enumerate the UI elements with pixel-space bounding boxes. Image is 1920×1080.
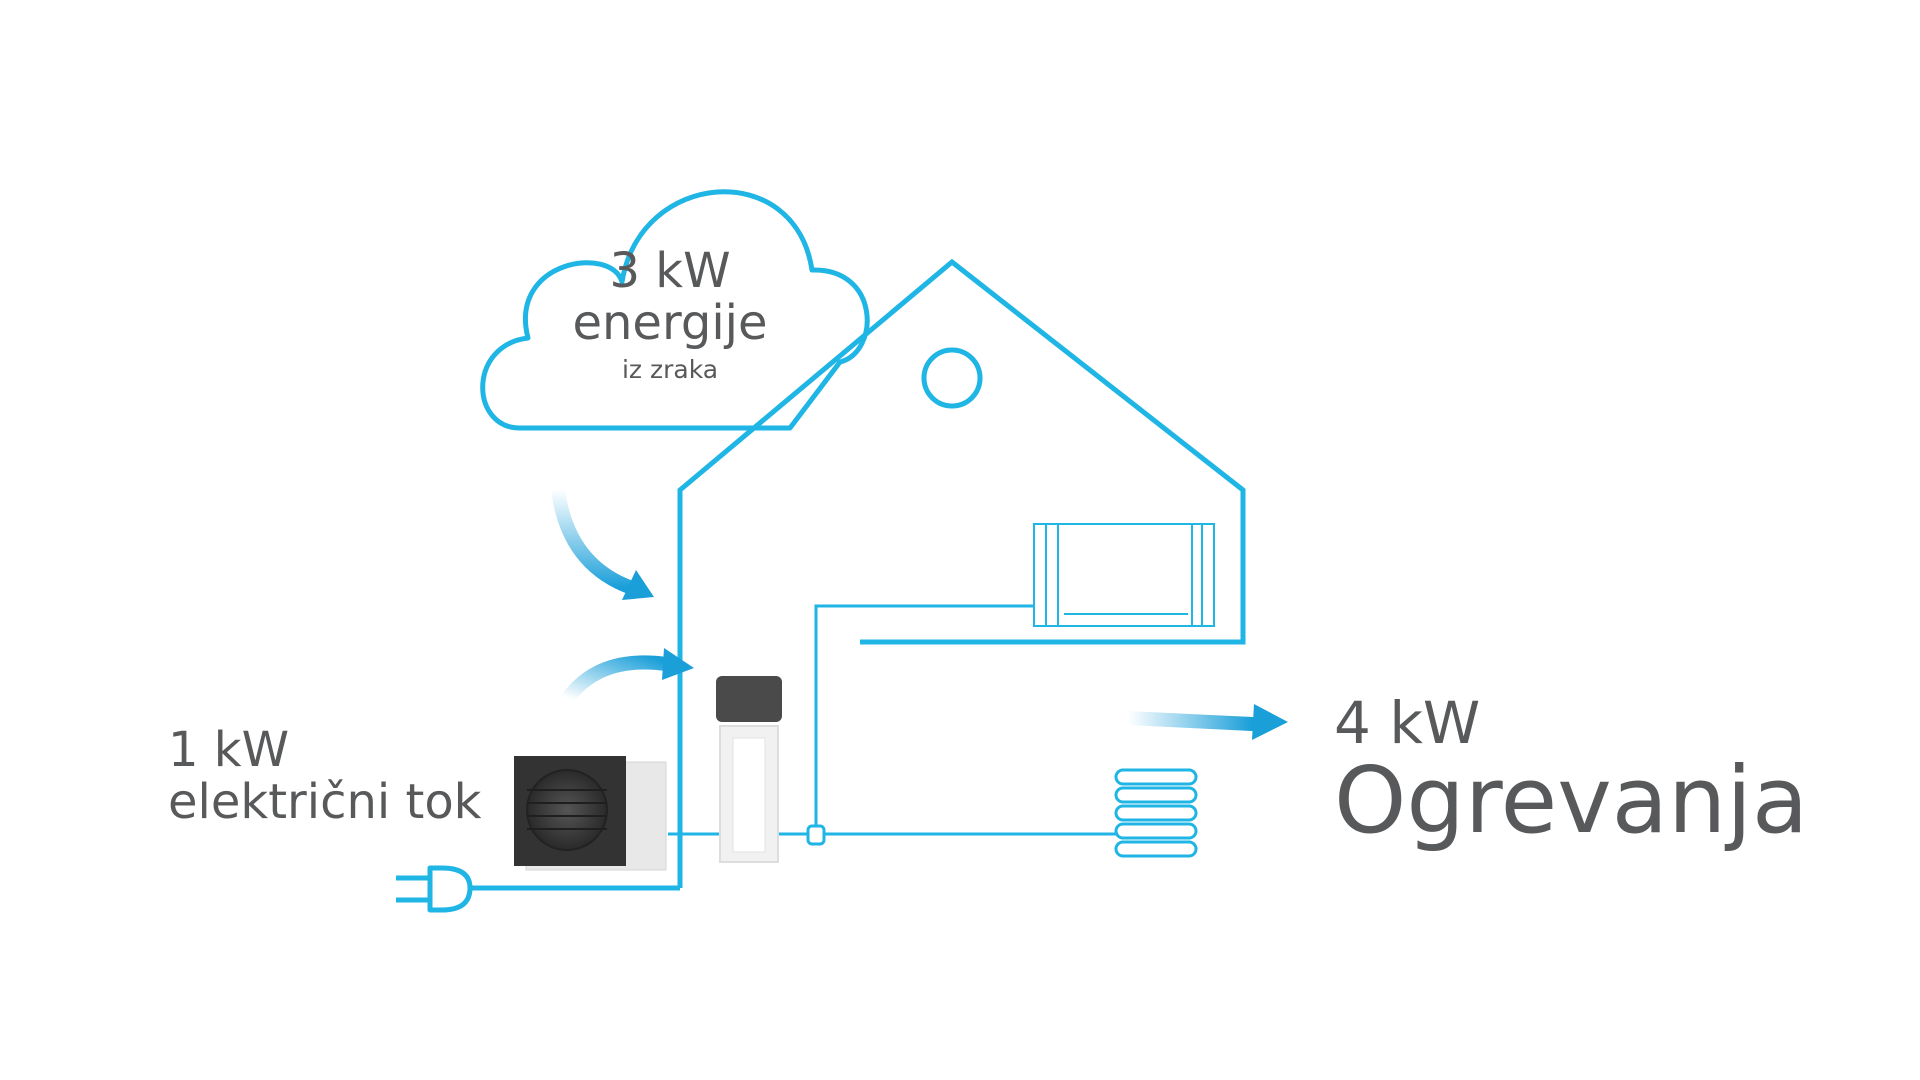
arrow-icon [551, 483, 654, 600]
arrow-icon [1121, 704, 1288, 740]
water-tank-icon [716, 676, 782, 863]
indoor-unit-icon [1033, 523, 1215, 627]
heating-label: 4 kW Ogrevanja [1334, 692, 1808, 850]
house-icon [677, 258, 1246, 888]
plug-icon [396, 865, 680, 913]
heating-word-text: Ogrevanja [1334, 746, 1809, 854]
outdoor-unit-icon [514, 756, 667, 871]
arrow-icon [561, 648, 694, 705]
cloud-energy-text: energije [572, 294, 768, 351]
cloud-kw-text: 3 kW [609, 243, 731, 299]
attic-window-icon [921, 347, 983, 409]
radiator-icon [1114, 768, 1198, 858]
heating-kw-text: 4 kW [1334, 689, 1481, 757]
cloud-energy-label: 3 kW energije iz zraka [545, 243, 795, 384]
cloud-icon [480, 189, 870, 431]
electric-kw-text: 1 kW [168, 722, 290, 778]
cloud-source-text: iz zraka [621, 354, 719, 384]
electric-desc-text: električni tok [168, 773, 482, 830]
electric-label: 1 kW električni tok [168, 722, 482, 830]
piping [668, 604, 1118, 846]
